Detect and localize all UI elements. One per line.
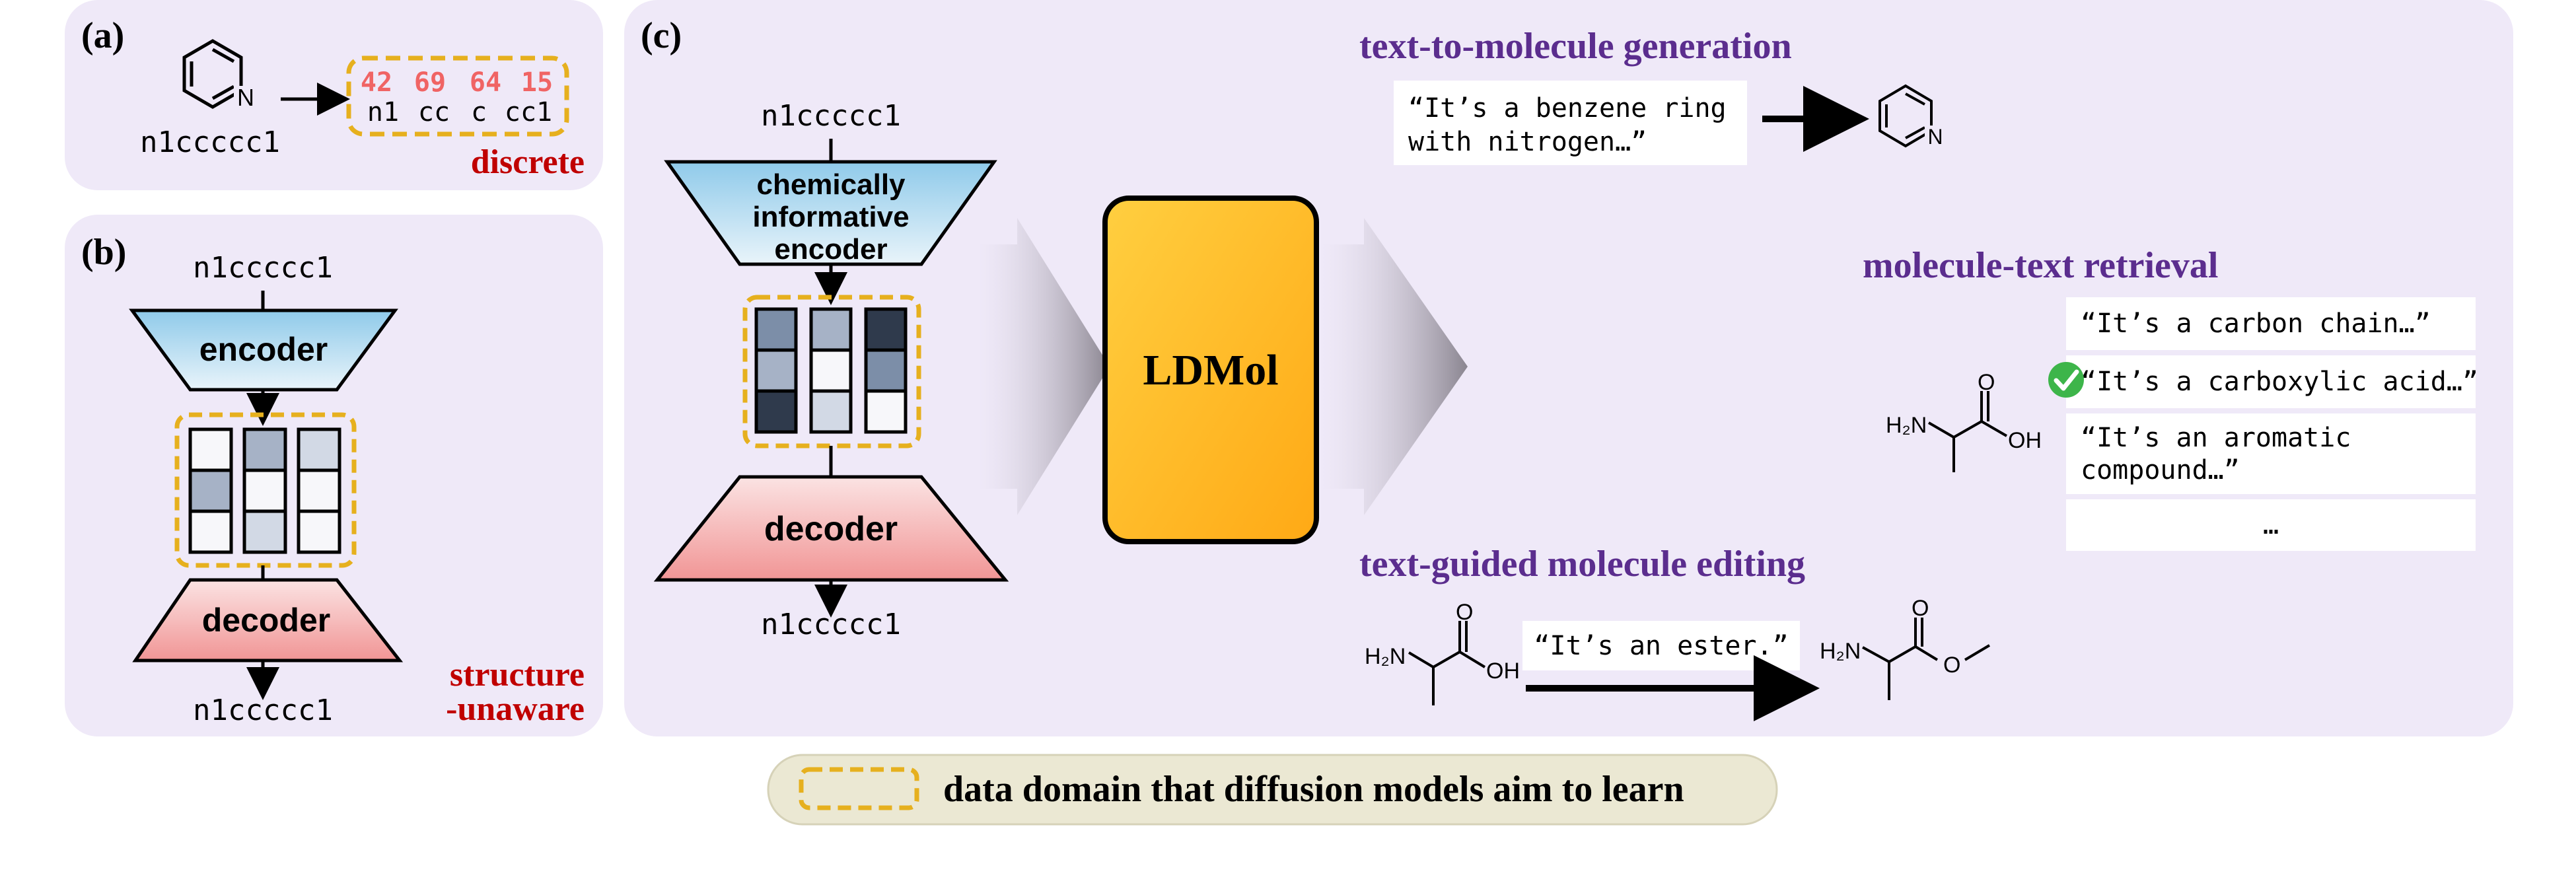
token-id: 42 xyxy=(361,67,392,98)
token-ids: 42 69 64 15 xyxy=(361,67,553,98)
encoder-label-line3: encoder xyxy=(774,233,887,266)
t2m-atom-n: N xyxy=(1927,125,1943,149)
panel-a-dashed-box xyxy=(346,55,569,137)
panel-c-decoder-label: decoder xyxy=(764,510,898,548)
editing-product-atom-o-ester: O xyxy=(1943,653,1960,678)
panel-a-smiles: n1ccccc1 xyxy=(140,125,280,159)
retrieval-option-text: “It’s a carbon chain…” xyxy=(2081,308,2431,339)
retrieval-option-selected xyxy=(2066,355,2476,408)
editing-title: text-guided molecule editing xyxy=(1359,544,1805,585)
retrieval-atom-oh: OH xyxy=(2008,428,2042,453)
panel-b-latent-grid xyxy=(188,427,341,554)
check-icon xyxy=(2048,362,2084,398)
editing-source-atom-amine: H₂N xyxy=(1365,644,1406,669)
legend-background xyxy=(767,754,1778,826)
structure-unaware-tag-line1: structure xyxy=(450,656,585,694)
panel-b-decoder xyxy=(132,578,404,662)
token-id: 64 xyxy=(470,67,501,98)
retrieval-atom-o: O xyxy=(1978,370,1995,395)
panel-c-latent-box xyxy=(742,295,921,448)
panel-c-output-smiles: n1ccccc1 xyxy=(761,608,901,641)
pyridine-molecule xyxy=(182,39,243,109)
retrieval-title: molecule-text retrieval xyxy=(1863,245,2218,286)
editing-source-atom-oh: OH xyxy=(1486,659,1520,684)
text-to-molecule-section: text-to-molecule generation “It’s a benz… xyxy=(1359,26,1943,165)
chemically-informative-encoder xyxy=(664,160,997,266)
legend-dashed-swatch xyxy=(799,767,919,810)
editing-product-atom-amine: H₂N xyxy=(1820,639,1861,664)
panel-a-label: (a) xyxy=(81,15,124,56)
panel-b-decoder-label: decoder xyxy=(202,602,331,639)
panel-c-latent-grid xyxy=(754,307,908,434)
retrieval-option-text: “It’s a carboxylic acid…” xyxy=(2081,367,2478,397)
editing-product-atom-o-carbonyl: O xyxy=(1912,596,1929,621)
panel-c: (c) n1ccccc1 chemically informative enco… xyxy=(624,0,2513,736)
molecule-text-retrieval-section: molecule-text retrieval H₂N O OH “It’s a… xyxy=(1863,245,2478,551)
panel-b-label: (b) xyxy=(81,232,126,273)
token-texts: n1 cc c cc1 xyxy=(367,97,552,127)
retrieval-option-text: “It’s an aromatic xyxy=(2081,423,2351,453)
panel-b: (b) n1ccccc1 encoder decoder n1ccccc1 st… xyxy=(65,215,603,736)
panel-a: (a) N n1ccccc1 42 69 64 15 n1 cc c cc1 d… xyxy=(65,0,603,190)
t2m-text-box xyxy=(1394,81,1747,165)
retrieval-option xyxy=(2066,297,2476,350)
editing-text: “It’s an ester.” xyxy=(1534,631,1788,661)
molecule-editing-section: text-guided molecule editing H₂N O OH “I… xyxy=(1359,544,1991,721)
panel-c-decoder xyxy=(653,475,1009,582)
panel-c-label: (c) xyxy=(641,15,682,56)
panel-b-latent-box xyxy=(174,412,357,568)
legend-text: data domain that diffusion models aim to… xyxy=(943,769,1684,810)
flow-arrow-into-model xyxy=(978,218,1110,515)
retrieval-alanine xyxy=(1927,391,2008,472)
panel-c-background xyxy=(624,0,2513,736)
editing-source-molecule xyxy=(1408,621,1486,705)
flow-arrow-out-of-model xyxy=(1321,218,1468,515)
structure-unaware-tag-line2: -unaware xyxy=(446,690,585,728)
legend: data domain that diffusion models aim to… xyxy=(767,754,1778,826)
panel-b-encoder-label: encoder xyxy=(199,331,328,368)
t2m-title: text-to-molecule generation xyxy=(1359,26,1792,67)
token-text: cc1 xyxy=(505,97,552,127)
discrete-tag: discrete xyxy=(471,143,585,181)
ldmol-label: LDMol xyxy=(1143,346,1278,394)
retrieval-option xyxy=(2066,499,2476,551)
t2m-pyridine xyxy=(1878,84,1933,148)
panel-b-output-smiles: n1ccccc1 xyxy=(193,694,333,727)
encoder-label-line1: chemically xyxy=(756,168,906,201)
retrieval-option xyxy=(2066,413,2476,494)
panel-b-input-smiles: n1ccccc1 xyxy=(193,251,333,285)
ldmol-model-block xyxy=(1102,196,1319,544)
t2m-text-line2: with nitrogen…” xyxy=(1408,127,1647,157)
editing-source-atom-o: O xyxy=(1456,600,1473,625)
token-text: n1 xyxy=(367,97,399,127)
retrieval-atom-amine: H₂N xyxy=(1886,413,1927,438)
token-id: 69 xyxy=(414,67,446,98)
t2m-text-line1: “It’s a benzene ring xyxy=(1408,93,1727,124)
token-text: cc xyxy=(418,97,450,127)
token-text: c xyxy=(471,97,487,127)
retrieval-option-text: … xyxy=(2263,510,2279,540)
token-id: 15 xyxy=(521,67,553,98)
atom-n-label: N xyxy=(237,84,254,111)
panel-b-encoder xyxy=(129,308,398,392)
panel-c-input-smiles: n1ccccc1 xyxy=(761,99,901,133)
editing-product-molecule xyxy=(1862,618,1991,700)
encoder-label-line2: informative xyxy=(752,201,909,233)
retrieval-option-text: compound…” xyxy=(2081,455,2240,485)
